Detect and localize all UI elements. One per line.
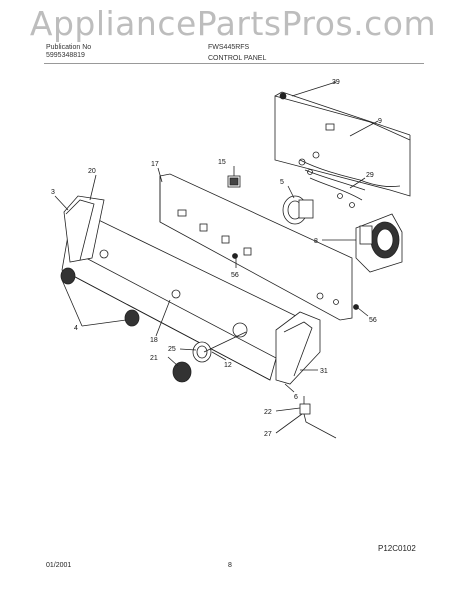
callout-label: 56 [231,272,239,279]
callout-label: 8 [314,238,318,245]
model-number: FWS445RFS [208,44,250,51]
callout-label: 39 [332,79,340,86]
callout-label: 21 [150,355,158,362]
bracket-tab [325,123,335,131]
footer-date: 01/2001 [46,562,72,569]
callout-label: 20 [88,168,96,175]
callout-label: 9 [378,118,382,125]
knob-part [124,309,140,327]
page-number: 8 [228,562,232,569]
callout-label: 31 [320,368,328,375]
clip-part [299,403,311,415]
callout-label: 6 [294,394,298,401]
timer-knob-part [172,361,192,383]
left-end-cap-part [63,195,105,263]
publication-id: 5995348819 [46,52,85,59]
timer-dial-part [192,341,212,363]
callout-label: 27 [264,431,272,438]
callout-label: 18 [150,337,158,344]
callout-label: 56 [369,317,377,324]
callout-label: 15 [218,159,226,166]
wire-harness [299,159,401,187]
publication-no-label: Publication No [46,44,92,51]
section-title: CONTROL PANEL [208,55,267,62]
right-end-cap-part [275,311,321,385]
callout-label: 3 [51,189,55,196]
rear-bracket-part [274,95,411,197]
figure-code: P12C0102 [378,544,416,553]
callout-label: 4 [74,325,78,332]
callout-label: 29 [366,172,374,179]
watermark: AppliancePartsPros.com [29,4,437,43]
callout-label: 17 [151,161,159,168]
callout-label: 5 [280,179,284,186]
header-rule [44,63,424,64]
callout-label: 25 [168,346,176,353]
callout-label: 22 [264,409,272,416]
callout-label: 12 [224,362,232,369]
knob-part [60,267,76,285]
